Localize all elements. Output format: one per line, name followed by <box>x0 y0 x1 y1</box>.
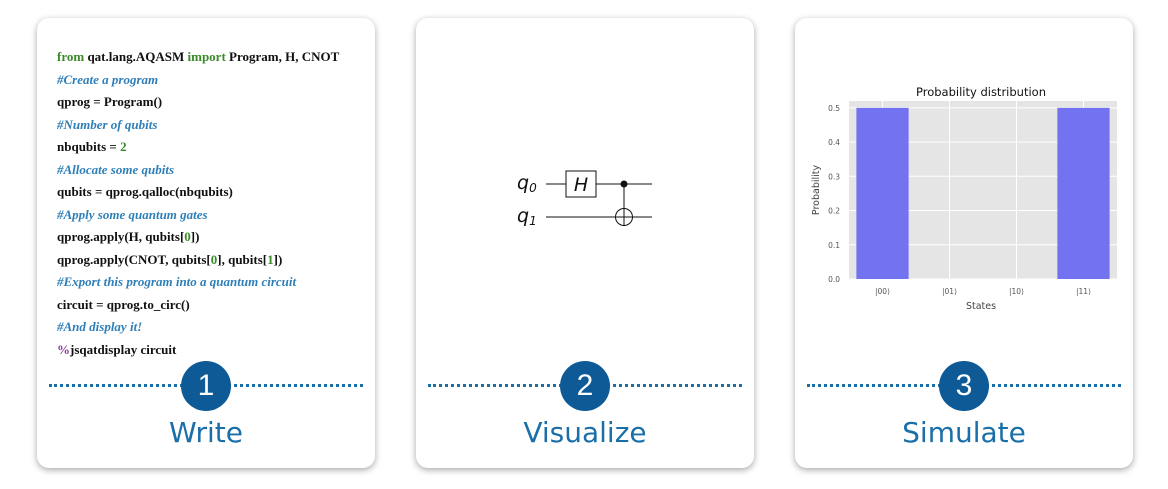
probability-chart: Probability distribution 0.0 0.1 0.2 0.3 0.4… <box>811 85 1117 312</box>
code-keyword: import <box>187 49 226 64</box>
y-axis-label: Probability <box>811 165 822 216</box>
code-text: jsqatdisplay circuit <box>70 341 177 357</box>
code-comment: #Apply some quantum gates <box>57 206 208 222</box>
step-label: Write <box>169 416 243 449</box>
code-text: qprog.apply(H, qubits[ <box>57 229 185 244</box>
code-comment: #Allocate some qubits <box>57 161 174 177</box>
code-line: qprog.apply(H, qubits[0]) <box>57 226 339 249</box>
qubit-label-0: q0 <box>517 172 537 195</box>
code-comment: #Export this program into a quantum circ… <box>57 274 297 289</box>
code-line: qprog.apply(CNOT, qubits[0], qubits[1]) <box>57 249 339 272</box>
write-card: from qat.lang.AQASM import Program, H, C… <box>37 18 375 468</box>
step-label: Visualize <box>523 416 647 449</box>
code-number: 0 <box>184 229 191 244</box>
code-number: 0 <box>210 251 218 267</box>
code-magic: % <box>57 341 70 357</box>
step-number-badge: 2 <box>560 361 610 411</box>
y-tick-label: 0.3 <box>828 172 840 181</box>
bar <box>856 107 909 279</box>
code-line: circuit = qprog.to_circ() <box>57 296 190 312</box>
y-tick-label: 0.2 <box>828 207 840 216</box>
code-line: nbqubits = 2 <box>57 136 339 159</box>
x-tick-label: |01⟩ <box>942 287 957 296</box>
code-text: ], qubits[ <box>217 251 268 267</box>
circuit-diagram: q0 q1 H <box>517 170 652 228</box>
chart-title: Probability distribution <box>916 85 1046 99</box>
x-tick-label: |10⟩ <box>1009 287 1024 296</box>
bars <box>856 107 1110 279</box>
step-number-badge: 3 <box>939 361 989 411</box>
code-block: from qat.lang.AQASM import Program, H, C… <box>57 46 339 361</box>
code-text: ]) <box>273 251 283 267</box>
code-comment: #And display it! <box>57 319 143 334</box>
y-tick-label: 0.0 <box>828 275 840 284</box>
visualize-card: q0 q1 H 2 Visualize <box>416 18 754 468</box>
code-line: qubits = qprog.qalloc(nbqubits) <box>57 184 233 199</box>
code-text: Program, H, CNOT <box>225 49 340 64</box>
y-tick-label: 0.5 <box>828 104 840 113</box>
x-tick-label: |00⟩ <box>875 287 890 296</box>
code-text: qprog.apply(CNOT, qubits[ <box>57 251 211 267</box>
code-number: 2 <box>120 139 127 154</box>
qubit-label-1: q1 <box>517 205 537 228</box>
code-text: qat.lang.AQASM <box>84 49 188 64</box>
x-axis-label: States <box>966 301 996 312</box>
step-number-badge: 1 <box>181 361 231 411</box>
code-line-import: from qat.lang.AQASM import Program, H, C… <box>57 46 339 69</box>
code-text: nbqubits = <box>57 139 121 154</box>
y-tick-label: 0.4 <box>828 138 840 147</box>
y-tick-labels: 0.0 0.1 0.2 0.3 0.4 0.5 <box>828 104 840 284</box>
step-label: Simulate <box>902 416 1026 449</box>
code-line: %jsqatdisplay circuit <box>57 339 339 362</box>
x-tick-labels: |00⟩ |01⟩ |10⟩ |11⟩ <box>875 287 1091 296</box>
x-tick-label: |11⟩ <box>1076 287 1091 296</box>
code-number: 1 <box>267 251 274 267</box>
code-line: qprog = Program() <box>57 94 163 109</box>
hadamard-gate-label: H <box>574 174 588 196</box>
code-comment: #Number of qubits <box>57 116 158 132</box>
hadamard-gate <box>565 170 597 198</box>
code-text: ]) <box>190 229 200 244</box>
bar <box>1057 107 1110 279</box>
simulate-card: Probability distribution 0.0 0.1 0.2 0.3 0.4… <box>795 18 1133 468</box>
y-tick-label: 0.1 <box>828 241 840 250</box>
code-keyword: from <box>57 49 85 64</box>
code-comment: #Create a program <box>57 71 159 87</box>
